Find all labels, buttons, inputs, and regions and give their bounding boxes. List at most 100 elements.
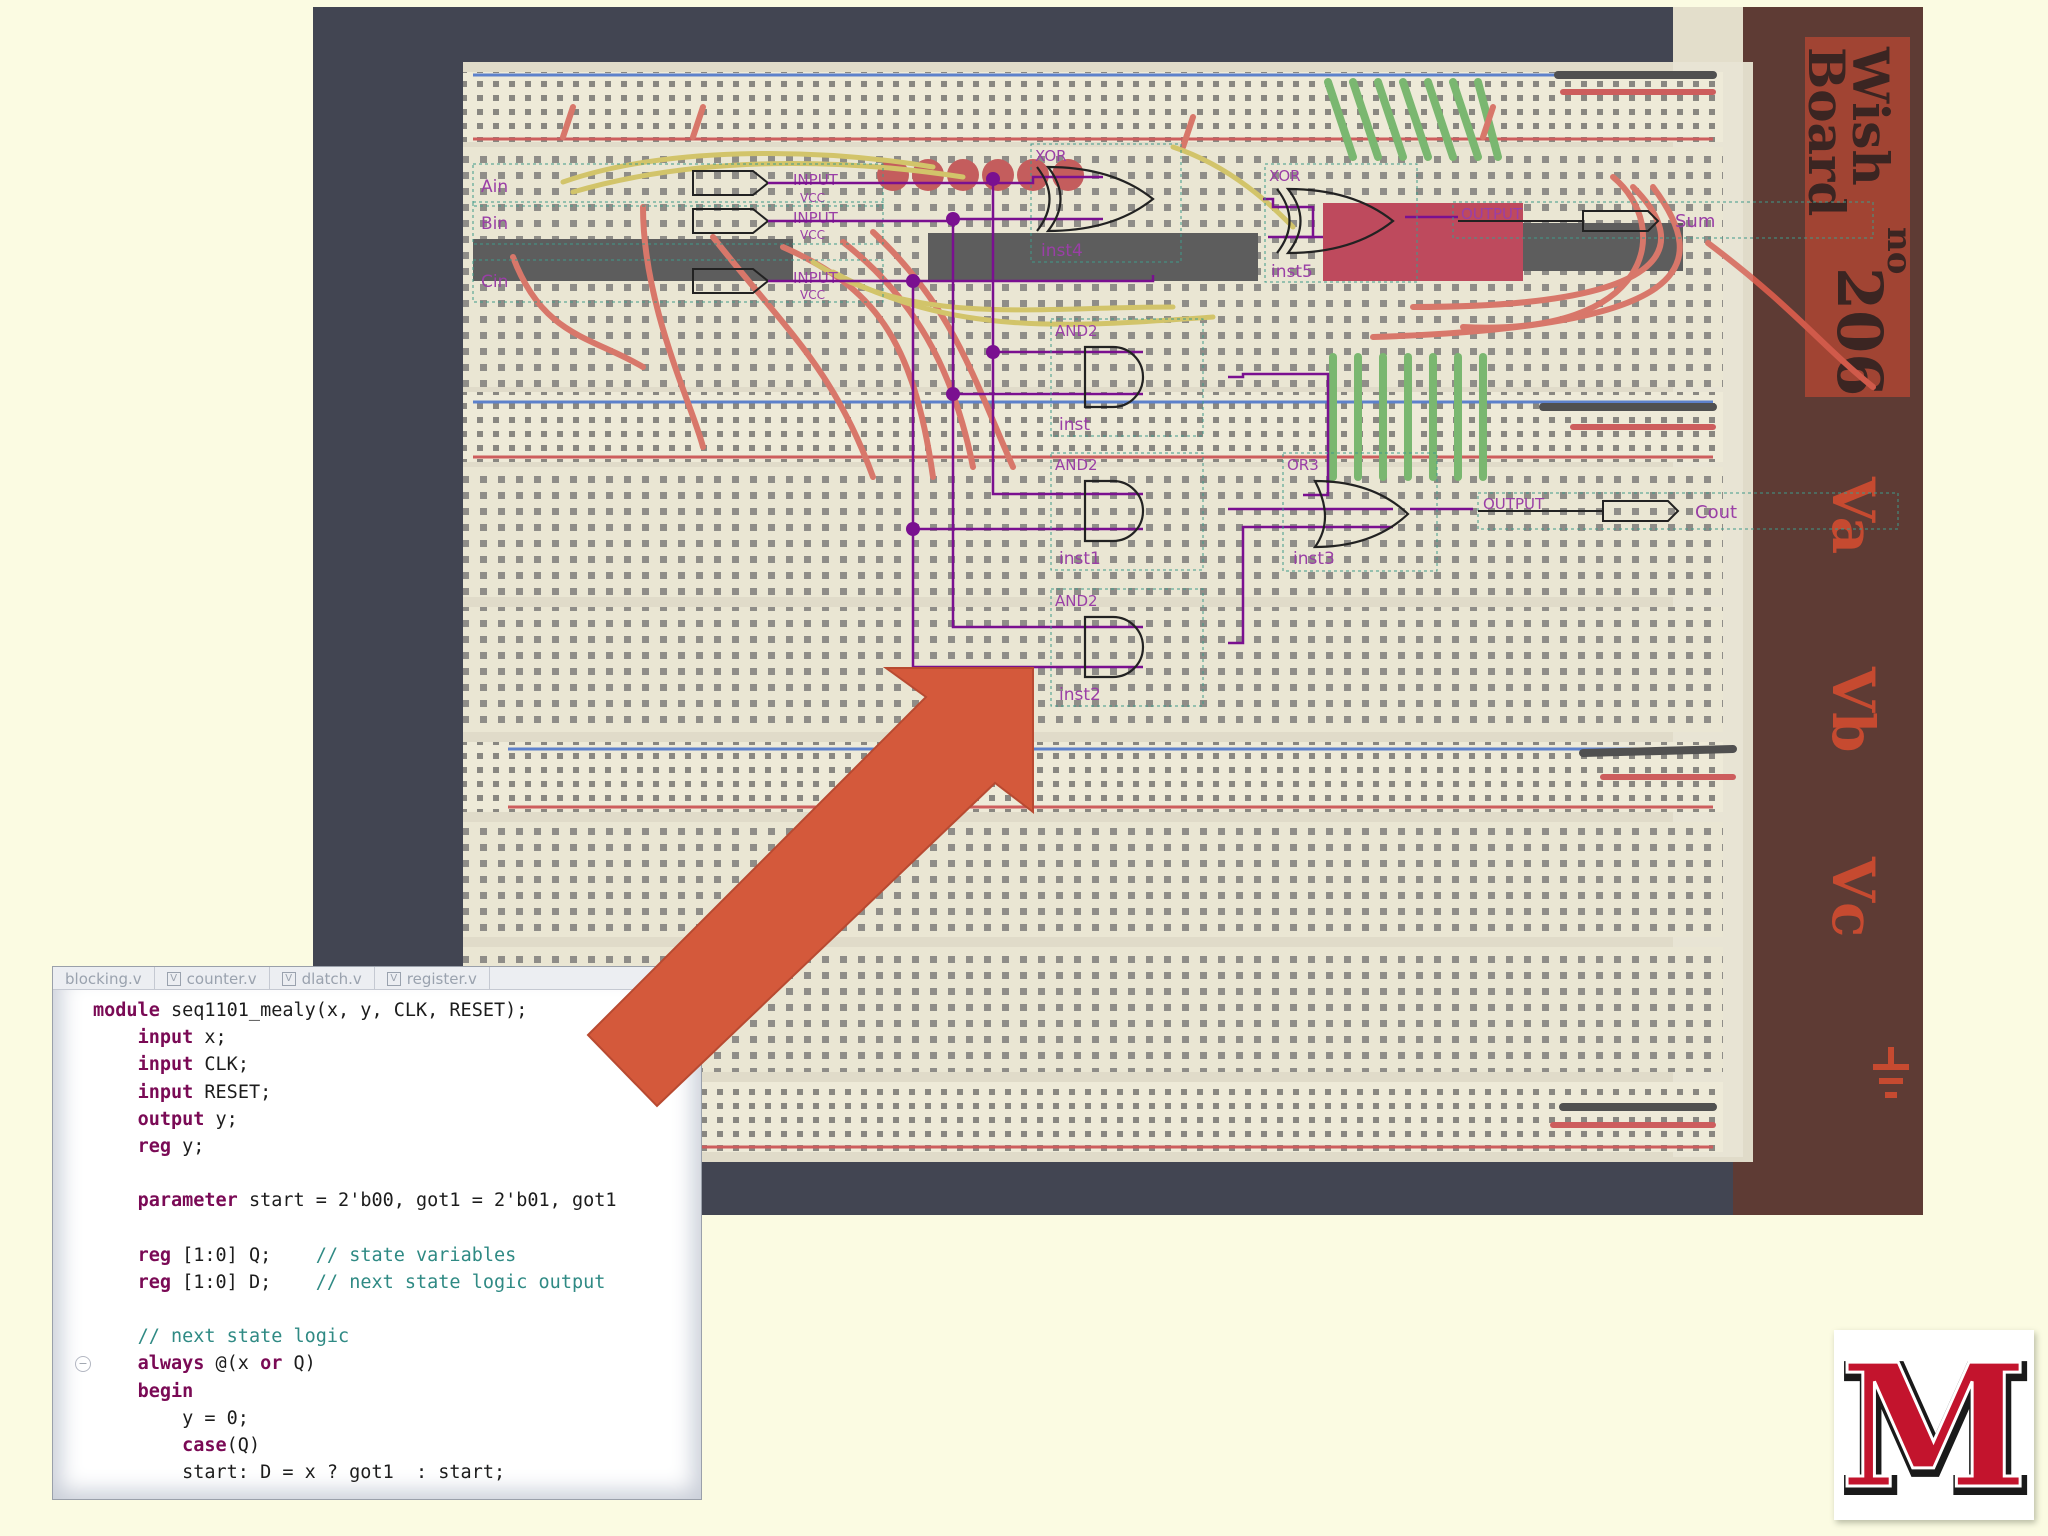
power-rails xyxy=(463,72,1723,1152)
ic-chips xyxy=(473,223,1683,281)
code-token: // state variables xyxy=(315,1244,517,1266)
code-line: reg [1:0] D; // next state logic output xyxy=(53,1269,701,1296)
output-pin-sum: OUTPUT Sum xyxy=(1452,201,1874,239)
gate-xor-inst5: XOR inst5 xyxy=(1264,163,1418,283)
verilog-file-icon: V xyxy=(166,972,181,986)
code-token: input xyxy=(137,1081,194,1103)
code-token: start = 2'b00, got1 = 2'b01, got1 xyxy=(237,1190,617,1212)
code-token: input xyxy=(137,1027,194,1049)
code-line: case(Q) xyxy=(53,1432,701,1459)
svg-text:OUTPUT: OUTPUT xyxy=(1461,205,1523,223)
svg-text:INPUT: INPUT xyxy=(793,269,839,287)
svg-text:XOR: XOR xyxy=(1269,167,1301,185)
input-pin-bin: Bin INPUT VCC xyxy=(472,201,884,245)
code-token: y; xyxy=(170,1135,205,1157)
code-line: reg y; xyxy=(53,1133,701,1160)
code-area[interactable]: module seq1101_mealy(x, y, CLK, RESET); … xyxy=(53,997,701,1499)
code-token: x; xyxy=(193,1027,227,1049)
adder-schematic: Ain INPUT VCC Bin INPUT VCC Cin INPUT VC… xyxy=(472,143,1899,707)
red-wires xyxy=(510,104,1876,480)
code-token: begin xyxy=(137,1380,194,1402)
svg-text:Cin: Cin xyxy=(481,272,508,292)
breadboard-photo: Wish Board no 206 Va Vb Vc xyxy=(313,7,1923,1215)
yellow-wires xyxy=(560,144,1296,327)
svg-text:INPUT: INPUT xyxy=(793,209,839,227)
code-token: // next state logic output xyxy=(315,1271,606,1293)
svg-text:AND2: AND2 xyxy=(1055,456,1098,474)
code-token: module xyxy=(93,1000,160,1021)
svg-text:VCC: VCC xyxy=(800,288,825,302)
code-token: RESET; xyxy=(193,1081,272,1103)
logo-letter-shadow: M xyxy=(1842,1331,2030,1520)
code-line: y = 0; xyxy=(53,1405,701,1432)
code-token: case xyxy=(182,1435,227,1456)
code-token: // next state logic xyxy=(137,1326,350,1348)
code-line: parameter start = 2'b00, got1 = 2'b01, g… xyxy=(53,1187,701,1214)
code-token: input xyxy=(137,1054,194,1076)
svg-text:AND2: AND2 xyxy=(1055,592,1098,610)
code-token: parameter xyxy=(137,1190,238,1212)
code-token: @(x xyxy=(204,1353,261,1375)
code-line: module seq1101_mealy(x, y, CLK, RESET); xyxy=(53,997,701,1024)
code-line: begin xyxy=(53,1378,701,1405)
verilog-file-icon: V xyxy=(281,972,296,986)
black-wires xyxy=(1539,71,1737,1111)
svg-text:inst5: inst5 xyxy=(1271,262,1313,282)
fold-toggle-icon[interactable]: − xyxy=(75,1356,91,1373)
code-line: start: D = x ? got1 : start; xyxy=(53,1459,701,1486)
code-token: or xyxy=(260,1353,283,1375)
svg-text:Ain: Ain xyxy=(481,177,508,197)
code-token: output xyxy=(137,1108,205,1130)
svg-text:INPUT: INPUT xyxy=(793,171,839,189)
code-token: seq1101_mealy(x, y, CLK, RESET); xyxy=(159,1000,528,1021)
input-pin-cin: Cin INPUT VCC xyxy=(472,259,884,303)
voltage-label-a: Va xyxy=(1819,476,1887,554)
tab-blocking[interactable]: blocking.v xyxy=(53,967,155,989)
code-token: always xyxy=(137,1353,205,1375)
svg-text:inst1: inst1 xyxy=(1059,549,1101,569)
ground-icon xyxy=(1873,1047,1909,1098)
gate-and-inst: AND2 inst xyxy=(1050,318,1204,437)
brand-line-1: Wish xyxy=(1841,46,1900,186)
brand-line-2: Board xyxy=(1797,47,1856,216)
svg-text:VCC: VCC xyxy=(800,191,825,205)
code-token: (Q) xyxy=(226,1435,261,1456)
gate-xor-inst4: XOR inst4 xyxy=(1030,143,1182,263)
code-token: y = 0; xyxy=(93,1407,249,1429)
university-logo: M M xyxy=(1834,1326,2035,1536)
code-line: input x; xyxy=(53,1024,701,1051)
svg-text:Sum: Sum xyxy=(1675,211,1715,232)
output-pin-cout: OUTPUT Cout xyxy=(1477,492,1899,530)
svg-text:inst2: inst2 xyxy=(1059,685,1101,705)
svg-text:AND2: AND2 xyxy=(1055,322,1098,340)
svg-text:Cout: Cout xyxy=(1695,502,1737,523)
gate-and-inst1: AND2 inst1 xyxy=(1050,452,1204,571)
brand-suffix: no xyxy=(1879,227,1919,274)
verilog-file-icon: V xyxy=(386,972,401,986)
svg-text:inst: inst xyxy=(1059,415,1090,435)
svg-text:OUTPUT: OUTPUT xyxy=(1483,495,1545,513)
voltage-label-c: Vc xyxy=(1819,856,1887,937)
code-line: // next state logic xyxy=(53,1323,701,1350)
code-token: [1:0] Q; xyxy=(170,1244,316,1266)
code-line: input CLK; xyxy=(53,1051,701,1078)
input-pin-ain: Ain INPUT VCC xyxy=(472,163,884,207)
code-line: − always @(x or Q) xyxy=(53,1350,701,1377)
code-line: reg [1:0] Q; // state variables xyxy=(53,1242,701,1269)
code-token: reg xyxy=(137,1135,171,1157)
svg-text:inst3: inst3 xyxy=(1293,549,1335,569)
svg-text:VCC: VCC xyxy=(800,228,825,242)
code-line: output y; xyxy=(53,1106,701,1133)
code-line: input RESET; xyxy=(53,1079,701,1106)
logo-letter: M xyxy=(1840,1330,2028,1520)
code-token: reg xyxy=(137,1271,171,1293)
svg-text:Bin: Bin xyxy=(481,214,508,234)
svg-text:OR3: OR3 xyxy=(1287,456,1319,474)
code-token: start: D = x ? got1 : start; xyxy=(93,1462,506,1484)
